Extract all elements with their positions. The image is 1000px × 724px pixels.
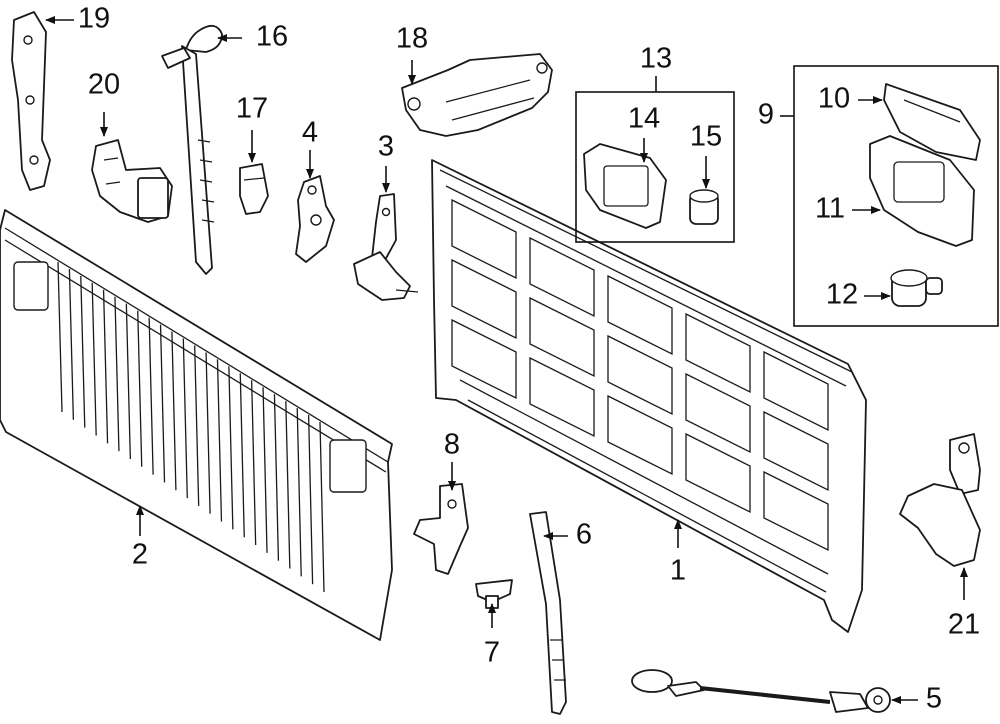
skin-rib [239,373,245,538]
part-16-strut [161,24,223,275]
skin-rib [319,421,325,593]
frame-cell [763,470,829,552]
frame-cell [529,236,595,318]
skin-rib [273,394,280,561]
skin-rib [171,331,177,491]
part-2-outer-skin [0,209,393,641]
group-box-9 [793,65,999,327]
skin-rib [251,380,257,546]
callout-10: 10 [818,83,850,115]
part-8-hinge-bracket [413,483,469,575]
callout-5: 5 [926,683,942,715]
group-box-13 [575,91,735,243]
callout-2: 2 [132,539,148,571]
skin-rib [307,415,314,585]
callout-15: 15 [690,121,722,153]
part-17-clip [239,163,269,215]
frame-cell [451,198,517,280]
callout-16: 16 [256,21,288,53]
part-18-handle-housing [401,53,553,137]
skin-rib [80,275,86,428]
callout-19: 19 [78,3,110,35]
callout-18: 18 [396,23,428,55]
skin-rib [148,317,154,475]
frame-cell [529,296,595,378]
callout-17: 17 [236,93,268,125]
frame-cell [529,356,595,438]
callout-14: 14 [628,103,660,135]
skin-rib [205,352,211,514]
callout-7: 7 [484,637,500,669]
part-12-bushing [890,269,943,307]
part-5-cable [631,669,891,713]
skin-rib [159,324,166,483]
skin-rib [125,303,131,459]
callout-12: 12 [826,279,858,311]
callout-4: 4 [302,117,318,149]
part-21-lock-switch [899,433,981,567]
callout-20: 20 [88,69,120,101]
skin-rib [91,282,97,436]
part-7-bolt [475,579,513,609]
callout-8: 8 [444,429,460,461]
skin-rib [194,345,200,506]
frame-cell [685,312,751,394]
callout-1: 1 [670,555,686,587]
part-6-strut [529,511,567,715]
frame-cell [607,334,673,416]
part-10-handle-bracket [883,83,981,161]
frame-cell [763,410,829,492]
part-11-handle [869,135,975,247]
callout-13: 13 [640,43,672,75]
skin-rib [285,401,291,569]
skin-rib [216,359,223,522]
frame-cell [451,318,517,400]
leader-lines [45,16,968,704]
callout-6: 6 [576,519,592,551]
skin-rib [68,268,75,420]
part-19-bracket [11,11,51,191]
frame-cell [607,394,673,476]
frame-cell [607,274,673,356]
part-1-inner-frame [431,159,867,633]
skin-rib [296,408,302,577]
frame-cell [685,372,751,454]
skin-rib [182,338,188,499]
part-4-latch [295,175,335,263]
callout-3: 3 [378,131,394,163]
part-14-bezel [583,143,667,229]
skin-rib [114,296,120,452]
part-20-lock-actuator [91,139,173,223]
frame-cell [763,350,829,432]
callout-11: 11 [815,193,845,225]
callout-21: 21 [948,609,980,641]
skin-ribs [57,261,325,593]
part-3-hinge [353,193,419,301]
frame-cell [451,258,517,340]
part-15-grommet [689,189,719,225]
callout-labels: 19 20 16 17 4 3 18 13 14 15 9 10 11 12 8… [78,3,980,715]
frame-cells [451,198,829,552]
frame-cell [685,432,751,514]
skin-rib [102,289,109,444]
skin-rib [228,366,234,530]
skin-rib [57,261,63,413]
callout-9: 9 [758,99,774,131]
skin-rib [262,387,268,553]
skin-rib [137,310,143,467]
